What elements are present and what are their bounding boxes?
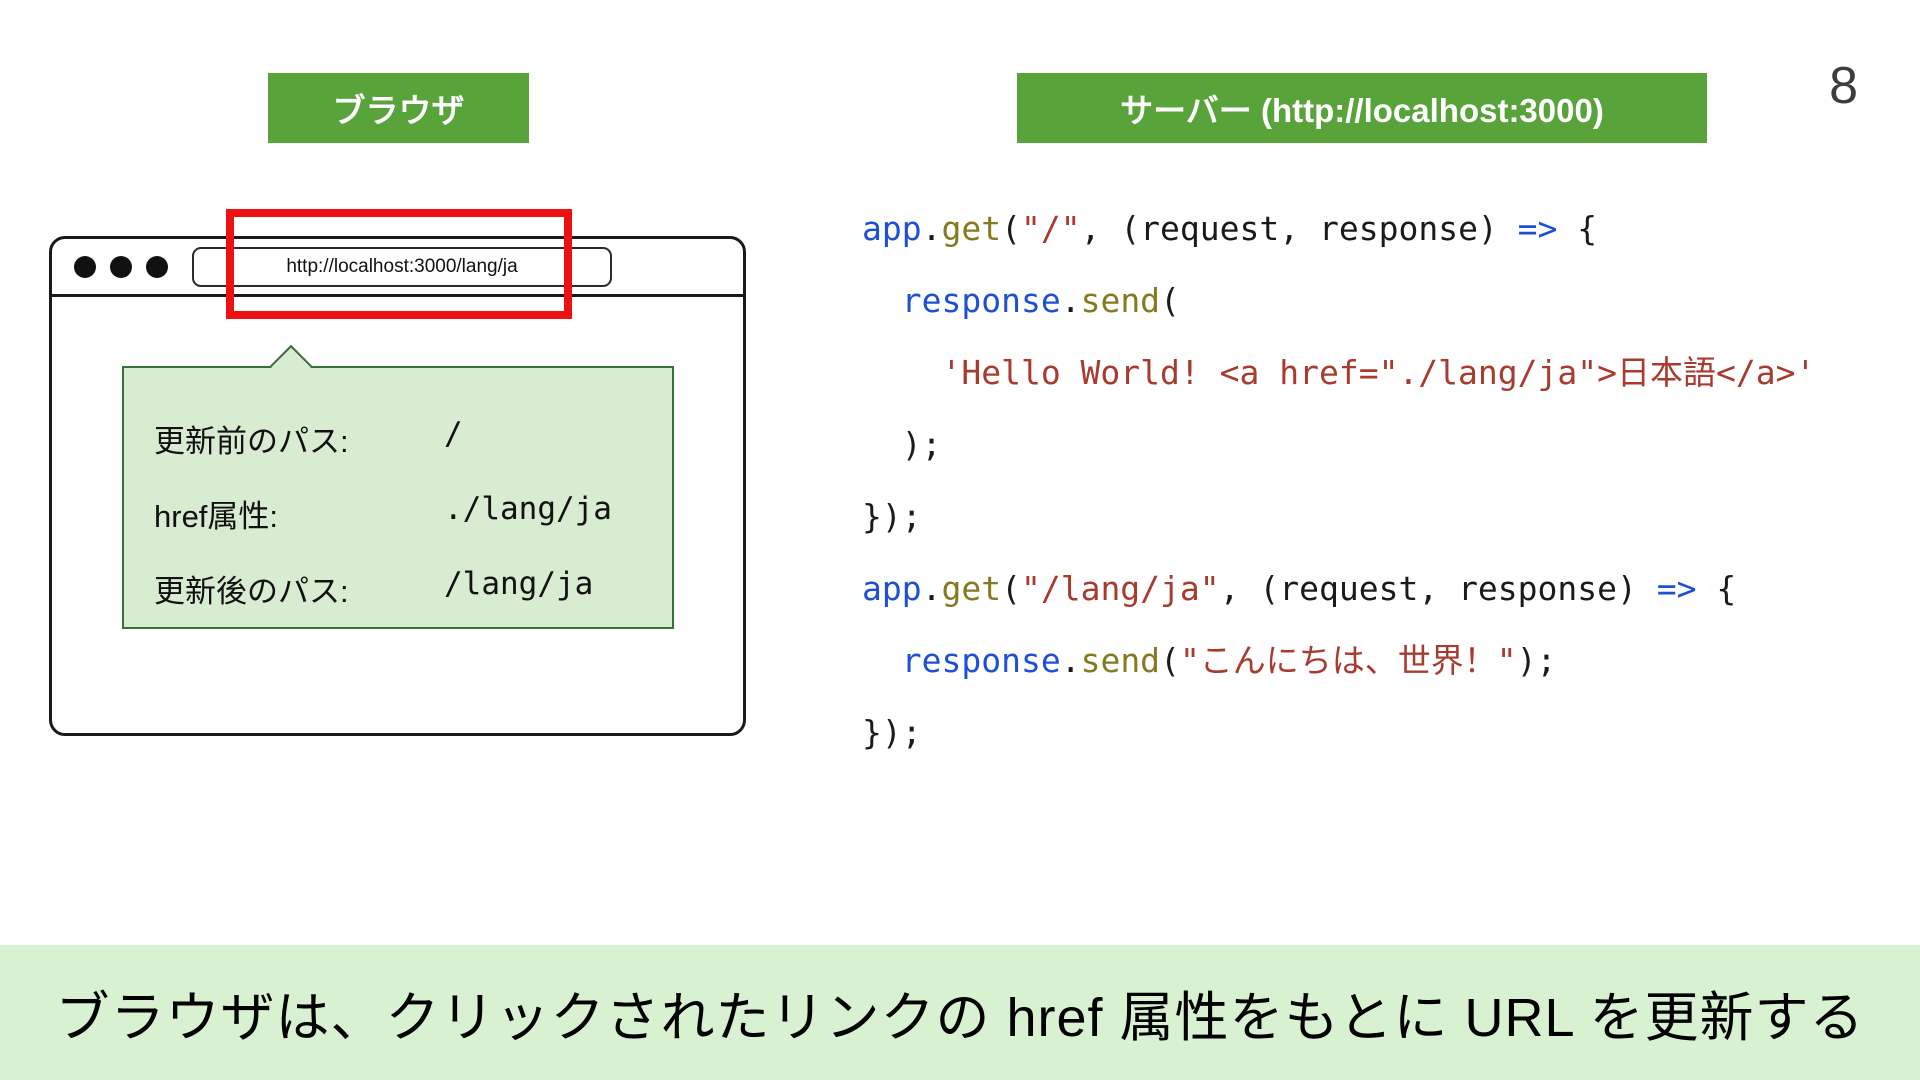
window-dot — [74, 255, 96, 278]
bottom-banner: ブラウザは、クリックされたリンクの href 属性をもとに URL を更新する — [0, 945, 1920, 1080]
window-dot — [110, 255, 132, 278]
server-section-label: サーバー (http://localhost:3000) — [1017, 73, 1707, 143]
tooltip-row-value: ./lang/ja — [444, 491, 612, 527]
tooltip-row-value: / — [444, 416, 463, 452]
code-token-plain: ( — [1001, 209, 1021, 248]
code-token-olive: get — [941, 569, 1002, 608]
code-token-olive: send — [1080, 281, 1161, 320]
tooltip-row-value: /lang/ja — [444, 566, 594, 602]
code-line: }); — [862, 481, 1815, 553]
code-token-string: "こんにちは、世界！" — [1179, 641, 1517, 680]
code-token-blue: response — [901, 641, 1061, 680]
code-token-plain: ); — [1516, 641, 1557, 680]
window-dot — [146, 255, 168, 278]
code-token-plain: . — [1060, 281, 1081, 320]
code-token-plain — [862, 281, 902, 320]
tooltip-rows: 更新前のパス: / href属性: ./lang/ja 更新後のパス: /lang/ja — [124, 368, 672, 611]
code-token-plain: ( — [1160, 641, 1180, 680]
code-line: 'Hello World! <a href="./lang/ja">日本語</a… — [862, 337, 1815, 409]
code-token-plain: { — [1696, 569, 1737, 608]
code-token-plain: , (request, response) — [1219, 569, 1657, 608]
code-token-plain: }); — [862, 497, 922, 536]
code-line: ); — [862, 409, 1815, 481]
code-line: response.send( — [862, 265, 1815, 337]
code-token-plain: , (request, response) — [1080, 209, 1518, 248]
code-token-olive: get — [941, 209, 1002, 248]
page-number: 8 — [1829, 57, 1858, 115]
code-line: response.send("こんにちは、世界！"); — [862, 625, 1815, 697]
tooltip-row: 更新後のパス: /lang/ja — [154, 566, 672, 611]
code-token-blue: => — [1656, 569, 1697, 608]
code-token-string: "/lang/ja" — [1020, 569, 1220, 608]
code-token-blue: app — [862, 569, 922, 608]
code-token-string: 'Hello World! <a href="./lang/ja">日本語</a… — [941, 353, 1816, 392]
code-token-blue: => — [1517, 209, 1558, 248]
code-token-blue: response — [901, 281, 1061, 320]
tooltip-row-label: 更新前のパス: — [154, 424, 349, 459]
code-token-plain — [862, 353, 941, 392]
tooltip-row: 更新前のパス: / — [154, 416, 672, 461]
url-text: http://localhost:3000/lang/ja — [286, 256, 518, 277]
url-bar: http://localhost:3000/lang/ja — [192, 247, 612, 287]
browser-section-label: ブラウザ — [268, 73, 529, 143]
window-control-dots — [74, 255, 168, 278]
code-token-olive: send — [1080, 641, 1161, 680]
code-token-plain — [862, 641, 902, 680]
code-token-plain: { — [1557, 209, 1598, 248]
banner-text: ブラウザは、クリックされたリンクの href 属性をもとに URL を更新する — [55, 988, 1865, 1048]
code-token-plain: ( — [1160, 281, 1180, 320]
code-line: }); — [862, 697, 1815, 769]
code-token-plain: ( — [1001, 569, 1021, 608]
code-block: app.get("/", (request, response) => { re… — [862, 193, 1815, 769]
code-token-blue: app — [862, 209, 922, 248]
tooltip-row: href属性: ./lang/ja — [154, 491, 672, 536]
code-line: app.get("/lang/ja", (request, response) … — [862, 553, 1815, 625]
code-token-plain: . — [921, 209, 942, 248]
url-highlight-box — [226, 209, 572, 319]
code-token-string: "/" — [1020, 209, 1081, 248]
code-token-plain: }); — [862, 713, 922, 752]
tooltip-row-label: href属性: — [154, 499, 279, 534]
browser-topbar: http://localhost:3000/lang/ja — [52, 239, 743, 297]
code-line: app.get("/", (request, response) => { — [862, 193, 1815, 265]
tooltip-row-label: 更新後のパス: — [154, 574, 349, 609]
path-tooltip: 更新前のパス: / href属性: ./lang/ja 更新後のパス: /lang/ja — [122, 344, 674, 629]
code-token-plain: ); — [862, 425, 942, 464]
code-token-plain: . — [921, 569, 942, 608]
code-token-plain: . — [1060, 641, 1081, 680]
